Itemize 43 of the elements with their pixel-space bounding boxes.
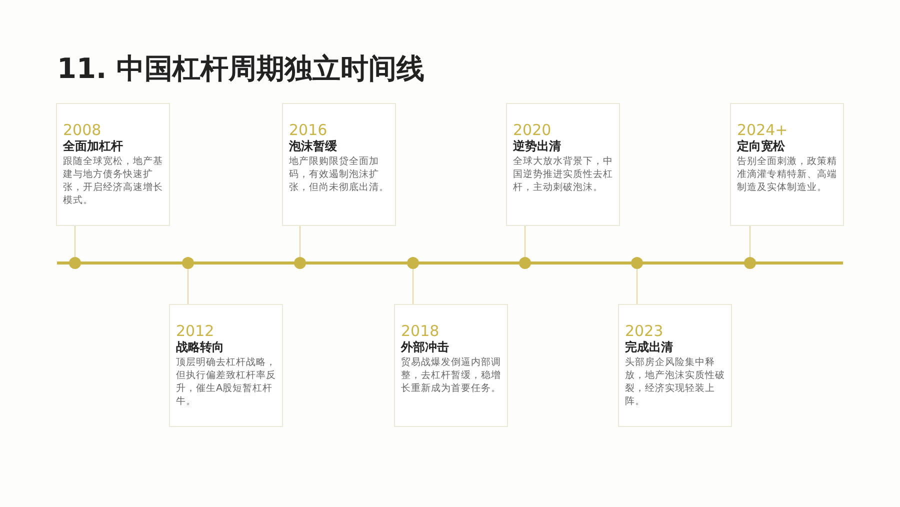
heading-text: 逆势出清 bbox=[513, 139, 562, 154]
description-text: 地产限购限贷全面加码，有效遏制泡沫扩张，但尚未彻底出清。 bbox=[289, 155, 389, 194]
description-text: 全球大放水背景下，中国逆势推进实质性去杠杆，主动刺破泡沫。 bbox=[513, 155, 613, 194]
connector-line bbox=[299, 226, 301, 257]
year-text: 2023 bbox=[625, 323, 664, 340]
description-text: 贸易战爆发倒逼内部调整，去杠杆暂缓，稳增长重新成为首要任务。 bbox=[401, 356, 501, 395]
description-text: 头部房企风险集中释放，地产泡沫实质性破裂，经济实现轻装上阵。 bbox=[625, 356, 725, 408]
timeline-dot bbox=[69, 257, 81, 269]
year-text: 2012 bbox=[176, 323, 216, 340]
year-text: 2024+ bbox=[737, 122, 789, 139]
year-text: 2008 bbox=[63, 122, 102, 139]
heading-text: 定向宽松 bbox=[737, 139, 786, 154]
connector-line bbox=[74, 226, 76, 257]
connector-line bbox=[187, 269, 189, 304]
title: 11. 中国杠杆周期独立时间线 bbox=[57, 51, 424, 87]
timeline-dot bbox=[407, 257, 419, 269]
timeline-dot bbox=[631, 257, 643, 269]
timeline-card bbox=[169, 304, 283, 427]
year-text: 2020 bbox=[513, 122, 552, 139]
heading-text: 战略转向 bbox=[176, 340, 225, 355]
description-text: 顶层明确去杠杆战略，但执行偏差致杠杆率反升，催生A股短暂杠杆牛。 bbox=[176, 356, 276, 408]
timeline-card bbox=[282, 103, 396, 226]
timeline-dot bbox=[744, 257, 756, 269]
heading-text: 泡沫暂缓 bbox=[289, 139, 338, 154]
timeline-dot bbox=[182, 257, 194, 269]
timeline-card bbox=[506, 103, 620, 226]
description-text: 跟随全球宽松，地产基建与地方债务快速扩张，开启经济高速增长模式。 bbox=[63, 155, 163, 207]
description-text: 告别全面刺激，政策精准滴灌专精特新、高端制造及实体制造业。 bbox=[737, 155, 837, 194]
timeline-card bbox=[394, 304, 508, 427]
connector-line bbox=[749, 226, 751, 257]
connector-line bbox=[524, 226, 526, 257]
timeline-card bbox=[56, 103, 170, 226]
timeline-dot bbox=[519, 257, 531, 269]
timeline-card bbox=[618, 304, 732, 427]
timeline-dot bbox=[294, 257, 306, 269]
heading-text: 外部冲击 bbox=[401, 340, 450, 355]
year-text: 2016 bbox=[289, 122, 328, 139]
connector-line bbox=[412, 269, 414, 304]
heading-text: 全面加杠杆 bbox=[63, 139, 124, 154]
connector-line bbox=[636, 269, 638, 304]
heading-text: 完成出清 bbox=[625, 340, 674, 355]
year-text: 2018 bbox=[401, 323, 440, 340]
timeline-card bbox=[730, 103, 844, 226]
